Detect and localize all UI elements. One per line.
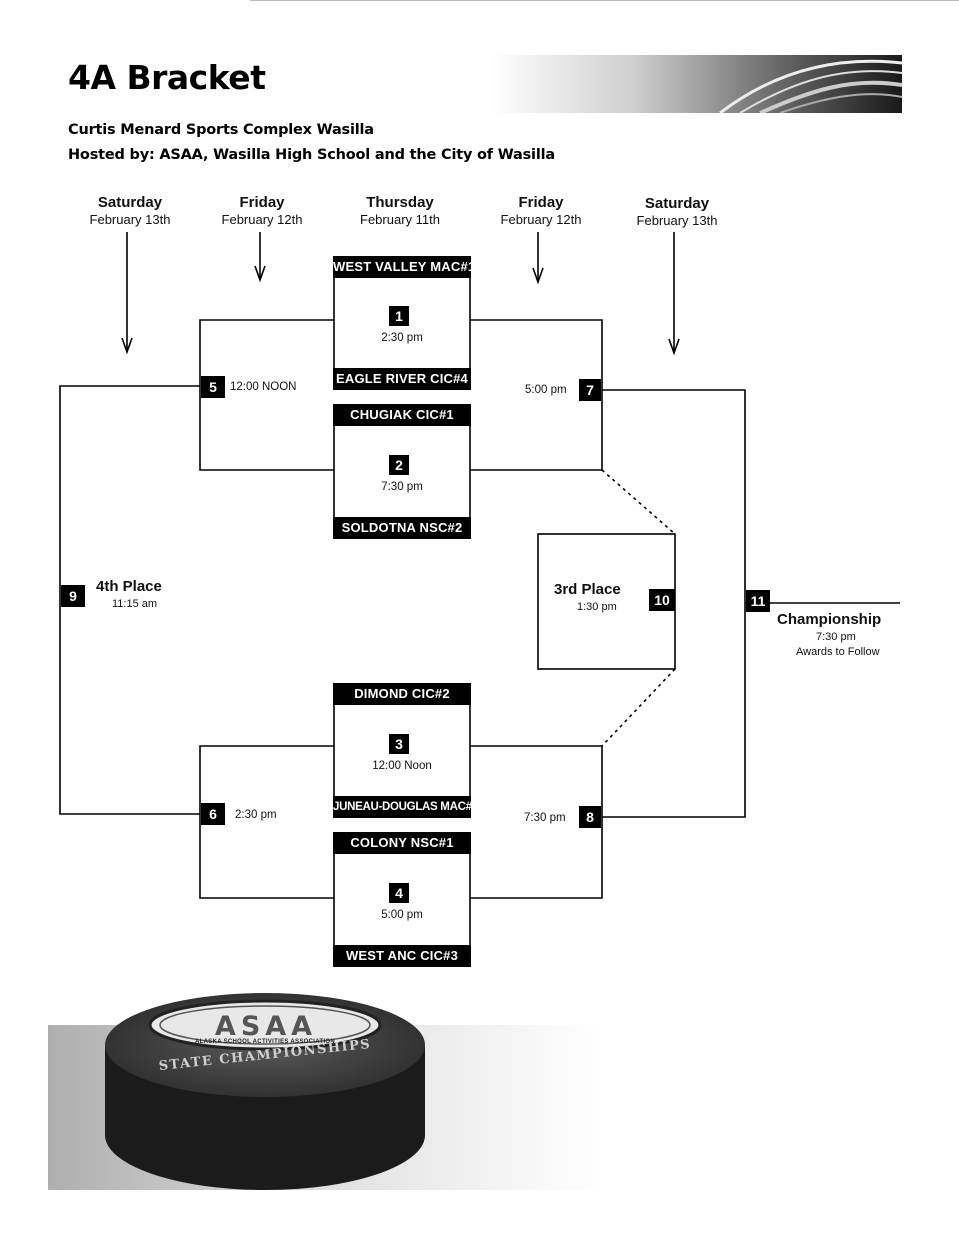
team-bar-game3-top: DIMOND CIC#2 — [333, 683, 471, 705]
fourth-place-label: 4th Place — [96, 578, 162, 595]
game-number-5: 5 — [201, 376, 225, 398]
team-bar-game2-top: CHUGIAK CIC#1 — [333, 404, 471, 426]
day-name: Saturday — [97, 194, 163, 211]
day-name: Friday — [239, 194, 285, 211]
third-place-label: 3rd Place — [554, 581, 621, 598]
day-name: Saturday — [644, 195, 710, 212]
team-bar-game4-bottom: WEST ANC CIC#3 — [333, 945, 471, 967]
game-number-7: 7 — [579, 379, 601, 401]
day-name: Friday — [518, 194, 564, 211]
asaa-org-text: ALASKA SCHOOL ACTIVITIES ASSOCIATION — [195, 1039, 335, 1045]
hockey-puck-graphic — [48, 993, 603, 1190]
team-bar-game1-top: WEST VALLEY MAC#1 — [333, 256, 471, 278]
game-number-8: 8 — [579, 806, 601, 828]
game-time-7: 5:00 pm — [525, 384, 567, 396]
game-time-11: 7:30 pm — [816, 631, 856, 643]
game-number-2: 2 — [389, 455, 409, 475]
game-time-4: 5:00 pm — [381, 909, 423, 921]
day-date: February 12th — [500, 212, 582, 227]
day-header-thursday: Thursday February 11th — [335, 194, 465, 227]
game-time-5: 12:00 NOON — [230, 381, 297, 393]
game-time-1: 2:30 pm — [381, 332, 423, 344]
venue-subtitle: Curtis Menard Sports Complex Wasilla — [68, 122, 374, 138]
day-date: February 12th — [221, 212, 303, 227]
host-subtitle: Hosted by: ASAA, Wasilla High School and… — [68, 147, 555, 163]
asaa-logo-text: ASAA — [214, 1011, 318, 1042]
game-number-4: 4 — [389, 883, 409, 903]
day-header-saturday-right: Saturday February 13th — [612, 195, 742, 228]
game-number-3: 3 — [389, 734, 409, 754]
team-bar-game1-bottom: EAGLE RIVER CIC#4 — [333, 368, 471, 390]
game-time-6: 2:30 pm — [235, 809, 277, 821]
team-bar-game2-bottom: SOLDOTNA NSC#2 — [333, 517, 471, 539]
game-time-3: 12:00 Noon — [372, 760, 432, 772]
game-time-10: 1:30 pm — [577, 601, 617, 613]
top-rule — [250, 0, 959, 1]
day-date: February 11th — [360, 212, 440, 227]
swoosh-banner-graphic — [490, 55, 902, 113]
day-header-friday-left: Friday February 12th — [197, 194, 327, 227]
day-date: February 13th — [89, 212, 171, 227]
page-title: 4A Bracket — [68, 58, 266, 97]
game-number-11: 11 — [746, 590, 770, 612]
day-header-friday-right: Friday February 12th — [476, 194, 606, 227]
championship-label: Championship — [777, 611, 882, 628]
bracket-lines — [59, 232, 900, 947]
game-number-10: 10 — [649, 589, 675, 611]
game-number-6: 6 — [201, 803, 225, 825]
game-time-8: 7:30 pm — [524, 812, 566, 824]
game-number-9: 9 — [61, 585, 85, 607]
team-bar-game3-bottom: JUNEAU-DOUGLAS MAC#2 — [333, 796, 471, 818]
day-header-saturday-left: Saturday February 13th — [65, 194, 195, 227]
game-number-1: 1 — [389, 306, 409, 326]
day-date: February 13th — [636, 213, 718, 228]
game-time-9: 11:15 am — [112, 598, 158, 610]
awards-note: Awards to Follow — [796, 646, 880, 658]
game-time-2: 7:30 pm — [381, 481, 423, 493]
day-name: Thursday — [366, 194, 434, 211]
team-bar-game4-top: COLONY NSC#1 — [333, 832, 471, 854]
